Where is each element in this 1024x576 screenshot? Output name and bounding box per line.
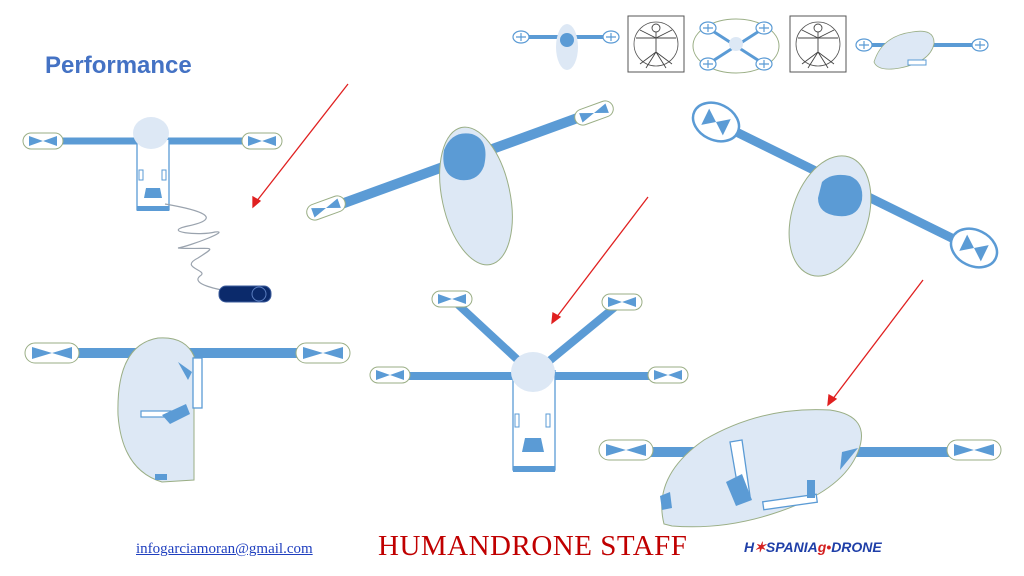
thumbnail-drone-top-icon	[512, 24, 620, 70]
page-title: Performance	[45, 52, 192, 79]
thumbnail-strip	[512, 15, 989, 74]
staff-title: HUMANDRONE STAFF	[378, 530, 688, 562]
drone-hexacopter-top-view	[369, 290, 689, 472]
logo-word: SPANIA	[765, 539, 818, 555]
vitruvian-man-icon	[789, 15, 847, 73]
arrow-icon	[551, 196, 649, 325]
logo-accent-letter: g	[817, 539, 827, 555]
logo-dot-icon: •	[826, 539, 832, 555]
thumbnail-drone-x-icon	[692, 18, 780, 74]
logo-word: DRONE	[831, 539, 882, 555]
drone-tethered-top-view	[22, 117, 283, 303]
logo-letter: H	[744, 539, 755, 555]
arrow-icon	[252, 83, 349, 209]
cable-icon	[164, 203, 236, 293]
drone-tilted-elongated	[303, 98, 617, 266]
vitruvian-man-icon	[627, 15, 685, 73]
arrow-icon	[827, 279, 924, 407]
drone-tilted-round-rotors	[685, 94, 1005, 277]
drone-side-profile-right	[598, 409, 1002, 528]
drone-side-profile-left	[24, 337, 351, 483]
email-link[interactable]: infogarciamoran@gmail.com	[136, 541, 313, 557]
hispaniag-drone-logo: H✶SPANIAg•DRONE	[744, 539, 882, 556]
thumbnail-drone-side-icon	[855, 30, 989, 70]
red-arrows	[252, 83, 924, 407]
logo-star-icon: ✶	[754, 539, 766, 555]
